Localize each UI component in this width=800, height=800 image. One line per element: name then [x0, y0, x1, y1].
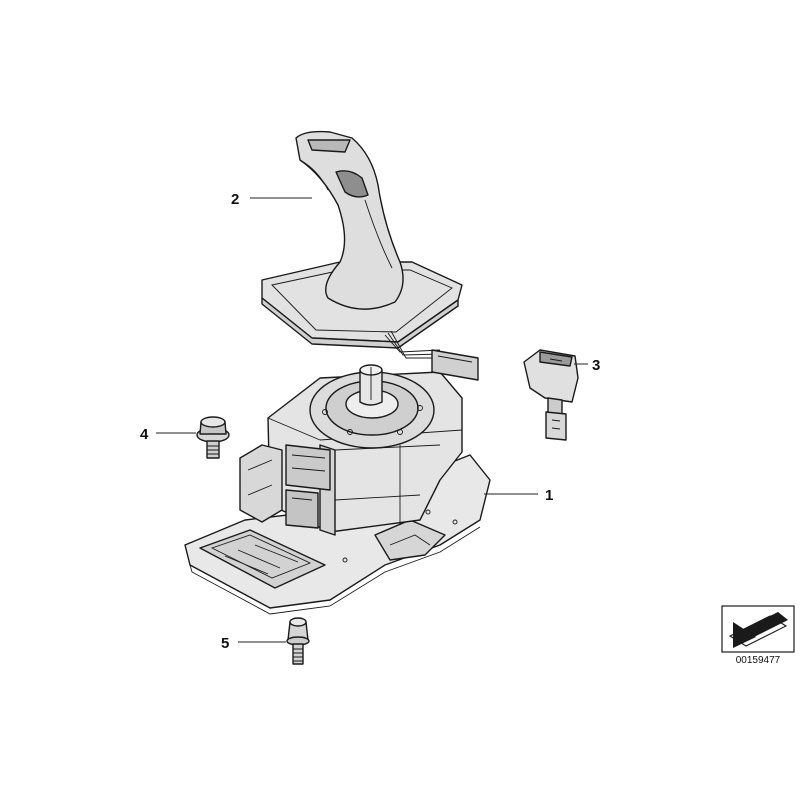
callout-3: 3: [592, 357, 600, 374]
reference-code: 00159477: [735, 655, 781, 666]
part-3-switch: [523, 349, 579, 441]
part-2-selector-lever: [261, 130, 479, 381]
callout-2: 2: [231, 191, 239, 208]
callout-1: 1: [545, 487, 553, 504]
part-4-bolt: [196, 416, 230, 459]
callout-4: 4: [140, 426, 149, 443]
callouts: 1 2 3 4 5: [140, 191, 600, 652]
part-1-selector-housing: [184, 364, 491, 615]
view-direction-arrow-icon: [721, 605, 795, 653]
callout-5: 5: [221, 635, 229, 652]
part-5-stud-bolt: [286, 617, 310, 665]
